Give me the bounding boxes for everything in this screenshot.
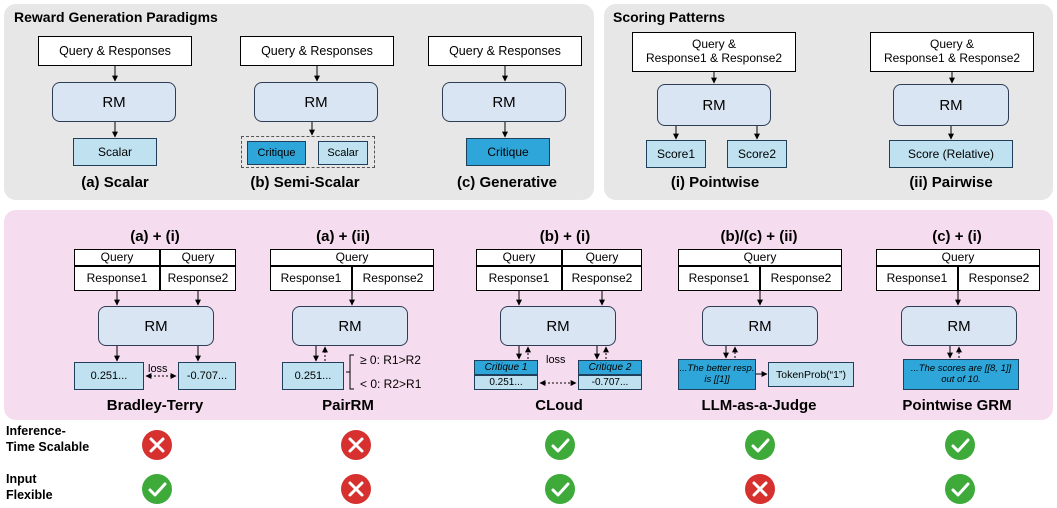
scalar-caption: (a) Scalar (81, 174, 149, 191)
grm-name: Pointwise GRM (902, 397, 1012, 414)
row-label-inference-scalable: Inference- Time Scalable (6, 424, 90, 454)
judge-name: LLM-as-a-Judge (701, 397, 817, 414)
pairrm-rule-positive: ≥ 0: R1>R2 (360, 353, 421, 367)
pointwise-score2-box: Score2 (727, 140, 787, 168)
judge-tokenprob-box: TokenProb(“1”) (768, 362, 854, 387)
bt-query-right: Query (160, 249, 236, 266)
bt-response2: Response2 (160, 266, 236, 291)
pairwise-score-box: Score (Relative) (889, 140, 1013, 168)
semi-rm-box: RM (254, 82, 378, 122)
bt-query-left: Query (74, 249, 160, 266)
cloud-query-left: Query (476, 249, 562, 266)
grm-critique-box: ...The scores are [[8, 1]] out of 10. (903, 359, 1019, 390)
scoring-patterns-title: Scoring Patterns (613, 9, 726, 25)
bt-header: (a) + (i) (130, 228, 180, 245)
pairwise-caption: (ii) Pairwise (909, 174, 993, 191)
cloud-score1-box: 0.251... (474, 375, 538, 390)
cross-circle-icon (341, 430, 371, 460)
cloud-name: CLoud (535, 397, 583, 414)
semi-caption: (b) Semi-Scalar (250, 174, 360, 191)
bt-rm-box: RM (98, 306, 214, 346)
pairrm-response1: Response1 (270, 266, 352, 291)
semi-critique-box: Critique (247, 141, 306, 165)
bt-name: Bradley-Terry (106, 397, 204, 414)
pairrm-response2: Response2 (352, 266, 434, 291)
cloud-critique1-box: Critique 1 (474, 360, 538, 375)
check-circle-icon (945, 430, 975, 460)
judge-response2: Response2 (760, 266, 842, 291)
semi-output-group (241, 136, 375, 168)
pointwise-input-box: Query & Response1 & Response2 (632, 32, 796, 72)
judge-query: Query (678, 249, 842, 266)
pointwise-score1-box: Score1 (646, 140, 706, 168)
cloud-query-right: Query (562, 249, 642, 266)
cross-circle-icon (142, 430, 172, 460)
check-circle-icon (745, 430, 775, 460)
gen-caption: (c) Generative (456, 174, 558, 191)
row-label-input-flexible: Input Flexible (6, 472, 53, 502)
pointwise-rm-box: RM (657, 84, 771, 126)
pairrm-name: PairRM (322, 397, 374, 414)
scalar-output-box: Scalar (73, 138, 157, 166)
gen-input-box: Query & Responses (428, 36, 582, 66)
pairrm-score-box: 0.251... (282, 362, 344, 390)
pairrm-header: (a) + (ii) (316, 228, 370, 245)
cloud-response1: Response1 (476, 266, 562, 291)
cloud-score2-box: -0.707... (578, 375, 642, 390)
judge-response1: Response1 (678, 266, 760, 291)
pairwise-input-box: Query & Response1 & Response2 (870, 32, 1034, 72)
pointwise-caption: (i) Pointwise (670, 174, 760, 191)
check-circle-icon (545, 474, 575, 504)
cross-circle-icon (341, 474, 371, 504)
scalar-input-box: Query & Responses (38, 36, 192, 66)
scalar-rm-box: RM (52, 82, 176, 122)
semi-scalar-box: Scalar (318, 141, 368, 165)
reward-generation-title: Reward Generation Paradigms (14, 9, 218, 25)
bt-response1: Response1 (74, 266, 160, 291)
grm-query: Query (876, 249, 1040, 266)
grm-response2: Response2 (958, 266, 1040, 291)
cloud-rm-box: RM (500, 306, 616, 346)
judge-critique-box: ...The better resp. is [[1]] (678, 359, 756, 390)
gen-critique-box: Critique (466, 138, 550, 166)
pairwise-rm-box: RM (893, 84, 1009, 126)
grm-rm-box: RM (901, 306, 1017, 346)
cloud-header: (b) + (i) (539, 228, 591, 245)
bt-score2-box: -0.707... (178, 362, 236, 390)
pairrm-rule-negative: < 0: R2>R1 (360, 377, 422, 391)
judge-header: (b)/(c) + (ii) (720, 228, 798, 245)
check-circle-icon (945, 474, 975, 504)
grm-header: (c) + (i) (932, 228, 982, 245)
gen-rm-box: RM (442, 82, 566, 122)
cross-circle-icon (745, 474, 775, 504)
bt-loss-label: loss (148, 363, 168, 375)
judge-rm-box: RM (702, 306, 818, 346)
semi-input-box: Query & Responses (240, 36, 394, 66)
pairrm-rm-box: RM (292, 306, 408, 346)
grm-response1: Response1 (876, 266, 958, 291)
check-circle-icon (545, 430, 575, 460)
cloud-loss-label: loss (546, 354, 566, 366)
check-circle-icon (142, 474, 172, 504)
pairrm-query: Query (270, 249, 434, 266)
cloud-critique2-box: Critique 2 (578, 360, 642, 375)
bt-score1-box: 0.251... (74, 362, 144, 390)
cloud-response2: Response2 (562, 266, 642, 291)
